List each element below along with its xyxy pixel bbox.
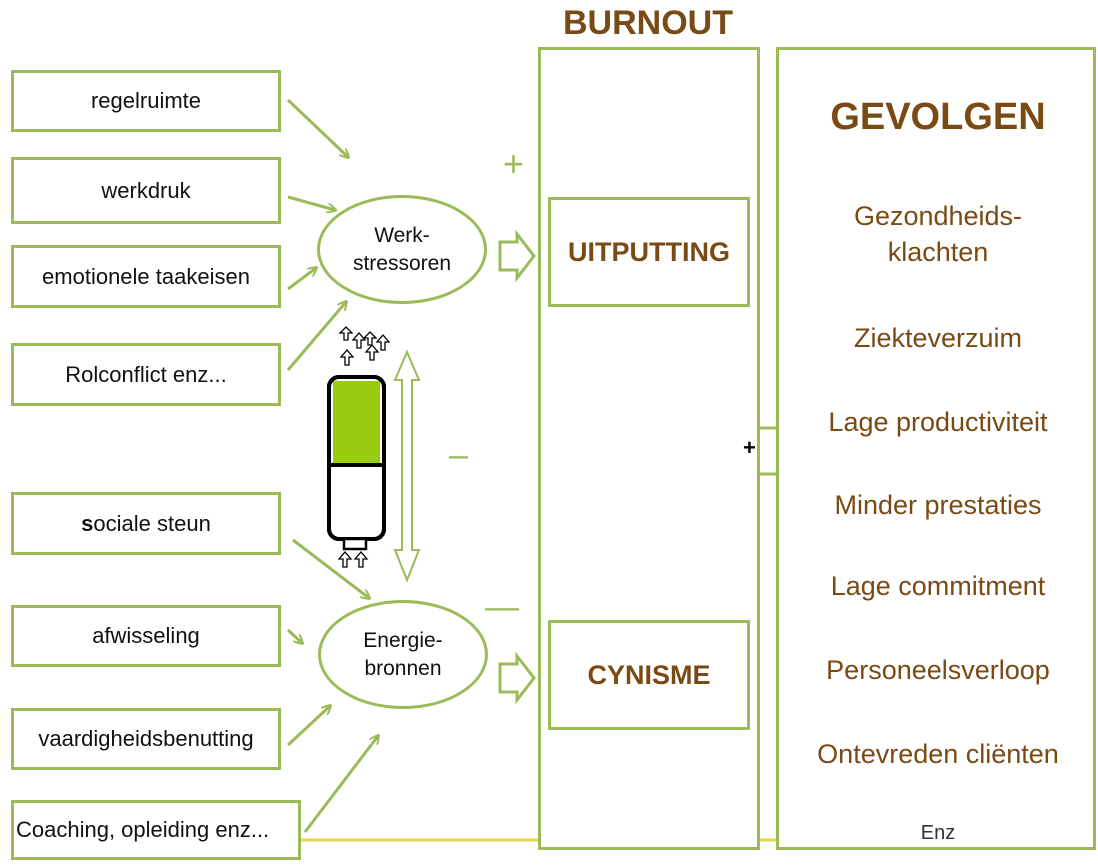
arrow-werkdruk xyxy=(287,195,335,210)
cynisme-box: CYNISME xyxy=(548,620,750,730)
input-rolconflict: Rolconflict enz... xyxy=(11,343,281,406)
gevolgen-item-minder-prestaties: Minder prestaties xyxy=(834,490,1042,520)
gevolgen-item-ziekteverzuim: Ziekteverzuim xyxy=(853,323,1023,353)
oval-werkstressoren-text: Werk- stressoren xyxy=(353,222,451,278)
burnout-title: BURNOUT xyxy=(563,4,733,42)
gevolgen-column xyxy=(776,47,1096,850)
arrow-emotionele xyxy=(287,268,316,291)
input-werkdruk: werkdruk xyxy=(11,157,281,224)
plus-sign-arrow: + xyxy=(743,435,756,460)
arrow-afwisseling xyxy=(286,628,302,643)
oval-energiebronnen: Energie- bronnen xyxy=(318,600,488,709)
double-arrow xyxy=(393,349,421,583)
input-afwisseling: afwisseling xyxy=(11,605,281,667)
oval-energiebronnen-line1: Energie- xyxy=(363,628,443,652)
gevolgen-title: GEVOLGEN xyxy=(830,96,1046,138)
plus-sign-top: + xyxy=(503,143,525,184)
oval-werkstressoren-line2: stressoren xyxy=(352,251,452,275)
input-regelruimte: regelruimte xyxy=(11,70,281,132)
input-emotionele-taakeisen: emotionele taakeisen xyxy=(11,245,281,308)
block-arrow-bottom xyxy=(498,651,536,705)
input-sociale-steun-first-letter: s xyxy=(81,510,94,536)
minus-sign-middle: – xyxy=(449,436,468,474)
arrow-regelruimte xyxy=(286,98,348,157)
minus-sign-lower: — xyxy=(485,588,519,626)
input-coaching: Coaching, opleiding enz... xyxy=(11,800,301,860)
oval-werkstressoren: Werk- stressoren xyxy=(317,195,487,304)
arrow-coaching xyxy=(303,736,378,833)
oval-energiebronnen-line2: bronnen xyxy=(364,656,442,680)
arrow-vaardigheid xyxy=(286,706,330,747)
oval-werkstressoren-line1: Werk- xyxy=(374,223,430,247)
gevolgen-item-gezondheidsklachten: Gezondheids- klachten xyxy=(853,201,1023,267)
gevolgen-item-lage-productiviteit: Lage productiviteit xyxy=(828,407,1048,437)
block-arrow-top xyxy=(498,229,536,283)
gevolgen-item-ontevreden-clienten: Ontevreden cliënten xyxy=(817,739,1059,769)
input-vaardigheidsbenutting: vaardigheidsbenutting xyxy=(11,708,281,770)
gevolgen-item-personeelsverloop: Personeelsverloop xyxy=(826,655,1050,685)
gevolgen-footer: Enz xyxy=(920,822,956,844)
oval-energiebronnen-text: Energie- bronnen xyxy=(363,627,442,683)
input-sociale-steun-label: ociale steun xyxy=(93,510,211,536)
battery-icon xyxy=(327,326,391,568)
uitputting-box: UITPUTTING xyxy=(548,197,750,307)
arrow-rolconflict xyxy=(286,302,346,371)
gevolgen-item-lage-commitment: Lage commitment xyxy=(830,571,1046,601)
arrow-sociale-steun xyxy=(292,538,369,598)
